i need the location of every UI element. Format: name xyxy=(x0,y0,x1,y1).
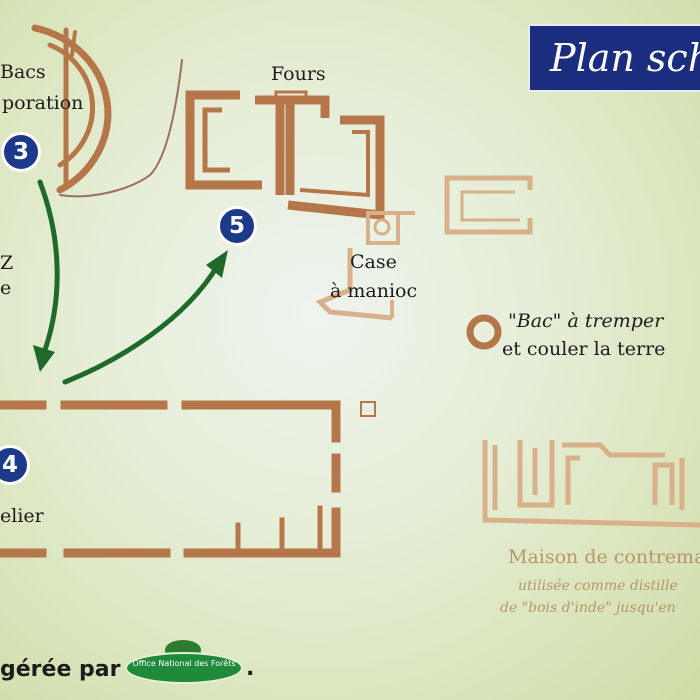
label-evaporation: poration xyxy=(2,92,84,114)
arrow-head-up xyxy=(206,250,228,278)
title-banner: Plan sché xyxy=(528,24,700,92)
onf-logo: Office National des Forêts xyxy=(125,640,243,688)
evaporation-basin xyxy=(31,24,183,198)
label-fragment-2: e xyxy=(0,277,12,299)
page-title: Plan sché xyxy=(550,36,700,80)
label-fragment-1: Z xyxy=(0,252,14,274)
foreman-house xyxy=(482,440,700,528)
manioc-hut xyxy=(315,211,415,321)
label-bac-tremper: "Bac" à tremper xyxy=(508,310,664,332)
label-atelier: elier xyxy=(0,505,44,527)
outbuilding xyxy=(444,175,533,235)
label-couler-terre: et couler la terre xyxy=(502,338,666,360)
marker-5[interactable]: 5 xyxy=(217,206,257,246)
arrow-head-down xyxy=(33,345,55,372)
workshop-building xyxy=(0,400,341,558)
label-distillerie: utilisée comme distille xyxy=(518,578,678,594)
label-bacs: Bacs xyxy=(0,61,46,83)
footer-dot: . xyxy=(246,656,255,681)
label-maison: Maison de contrema xyxy=(508,546,700,568)
tour-arrows xyxy=(37,179,221,385)
clay-basin xyxy=(466,314,502,350)
label-manioc: à manioc xyxy=(330,280,418,302)
label-bois-inde: de "bois d'inde" jusqu'en xyxy=(500,600,676,616)
logo-text: Office National des Forêts xyxy=(132,659,236,668)
ovens-building xyxy=(185,90,385,221)
label-fours: Fours xyxy=(271,63,326,85)
marker-3[interactable]: 3 xyxy=(1,132,41,172)
logo-oval xyxy=(125,652,243,684)
label-case: Case xyxy=(350,251,397,273)
small-post xyxy=(360,401,376,417)
footer-managed-by: gérée par xyxy=(0,657,121,682)
